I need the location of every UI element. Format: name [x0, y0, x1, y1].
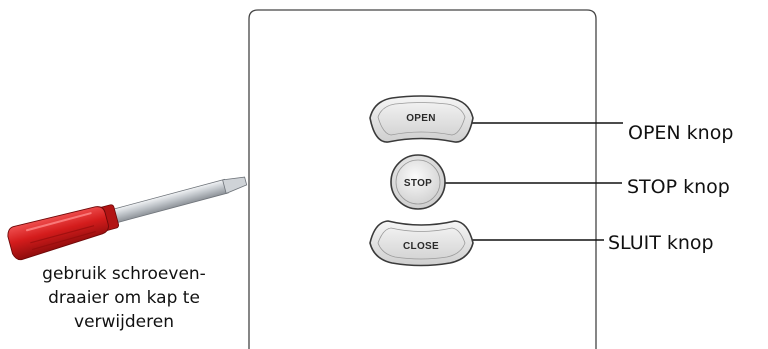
stop-button[interactable]: STOP [390, 154, 446, 210]
close-callout-label: SLUIT knop [608, 232, 714, 254]
caption-line-2: draaier om kap te [48, 288, 200, 308]
close-button-label: CLOSE [403, 241, 439, 252]
caption-line-1: gebruik schroeven- [42, 264, 206, 284]
screwdriver-icon [7, 176, 248, 261]
close-button[interactable]: CLOSE [369, 220, 474, 267]
open-button-label: OPEN [406, 113, 436, 124]
stop-callout-label: STOP knop [627, 176, 730, 198]
caption-line-3: verwijderen [74, 312, 174, 332]
stop-button-label: STOP [404, 178, 432, 189]
open-button[interactable]: OPEN [369, 95, 474, 143]
open-callout-label: OPEN knop [628, 122, 734, 144]
